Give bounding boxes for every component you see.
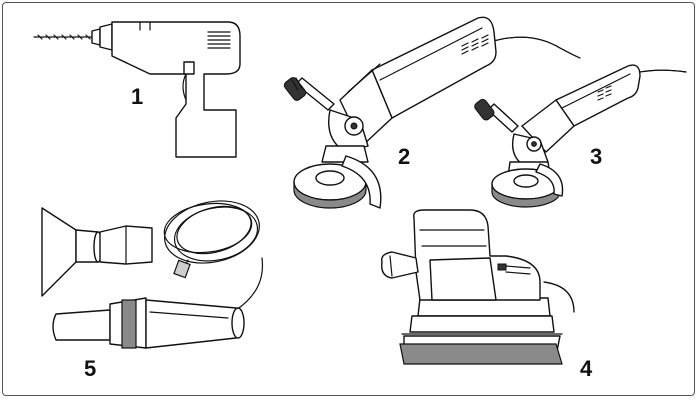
angle-grinder-small-icon — [474, 64, 687, 208]
label-3: 3 — [590, 144, 603, 169]
cordless-drill-icon — [33, 21, 241, 158]
label-1: 1 — [131, 84, 144, 109]
orbital-sander-icon — [381, 209, 575, 365]
heat-gun-icon — [41, 200, 264, 349]
angle-grinder-large-icon — [283, 16, 581, 209]
label-2: 2 — [398, 144, 411, 169]
label-5: 5 — [84, 356, 97, 381]
label-4: 4 — [580, 356, 593, 381]
